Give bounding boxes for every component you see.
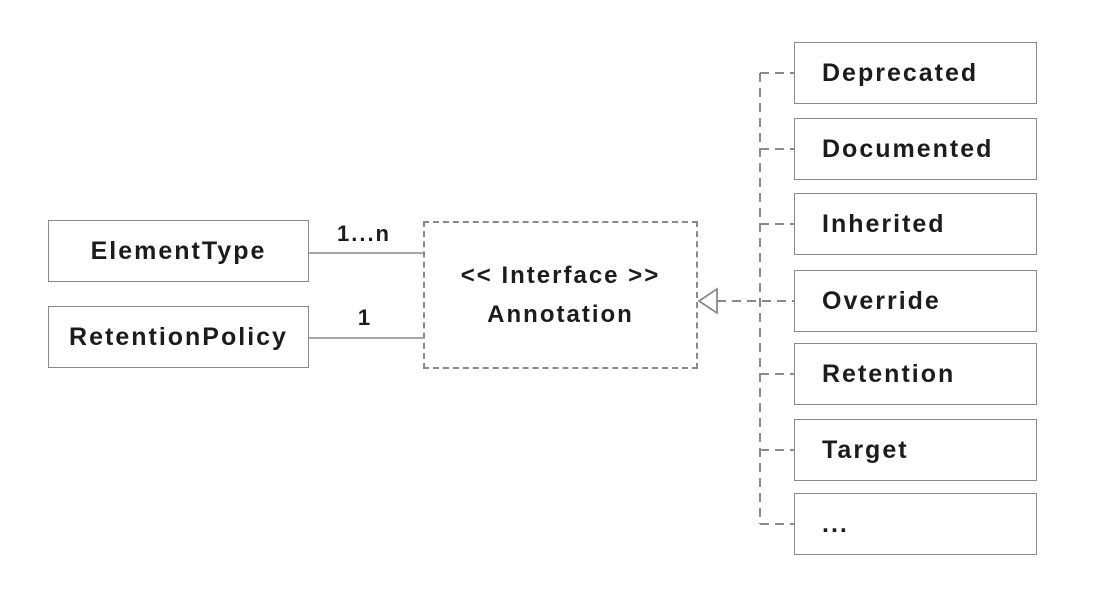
class-node-element-type: ElementType [48,220,309,282]
impl-node-target: Target [794,419,1037,481]
impl-node-inherited: Inherited [794,193,1037,255]
impl-label: ... [822,509,849,538]
interface-node-annotation: << Interface >> Annotation [423,221,698,369]
impl-label: Inherited [822,209,946,238]
impl-label: Documented [822,134,994,163]
impl-node-ellipsis: ... [794,493,1037,555]
impl-node-override: Override [794,270,1037,332]
class-node-retention-policy: RetentionPolicy [48,306,309,368]
interface-name: Annotation [487,301,634,328]
class-label: ElementType [90,236,267,265]
impl-label: Deprecated [822,58,979,87]
impl-node-retention: Retention [794,343,1037,405]
class-label: RetentionPolicy [69,322,288,351]
multiplicity-label-1n: 1...n [336,221,391,246]
impl-node-documented: Documented [794,118,1037,180]
interface-stereotype: << Interface >> [460,262,661,289]
impl-node-deprecated: Deprecated [794,42,1037,104]
multiplicity-label-1: 1 [357,305,373,330]
impl-label: Override [822,286,941,315]
realization-arrowhead-icon [697,287,718,315]
impl-label: Retention [822,359,956,388]
impl-label: Target [822,435,909,464]
